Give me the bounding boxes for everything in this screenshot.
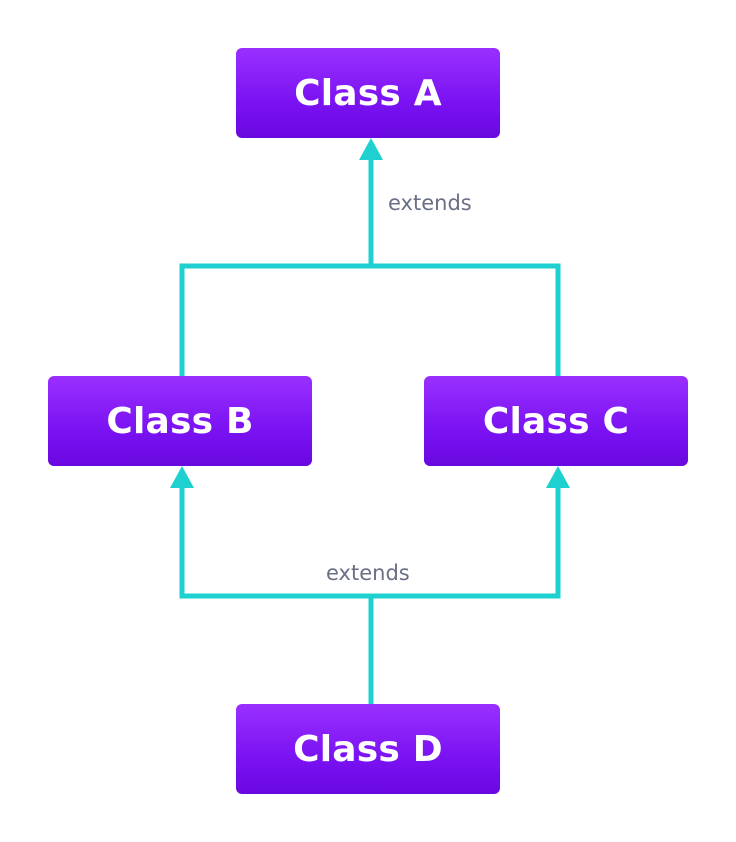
- class-d-box: Class D: [236, 704, 500, 794]
- connector-d-to-b-c: [179, 480, 561, 599]
- class-a-label: Class A: [294, 72, 442, 114]
- class-b-label: Class B: [106, 400, 254, 442]
- arrowhead-to-a: [359, 138, 383, 160]
- extends-label-bottom: extends: [326, 561, 410, 585]
- class-a-box: Class A: [236, 48, 500, 138]
- connector-b-c-to-a: [179, 263, 561, 376]
- class-d-label: Class D: [293, 728, 443, 770]
- extends-label-top: extends: [388, 191, 472, 215]
- arrowhead-to-c: [546, 466, 570, 488]
- arrowhead-to-b: [170, 466, 194, 488]
- class-c-box: Class C: [424, 376, 688, 466]
- class-c-label: Class C: [482, 400, 630, 442]
- class-b-box: Class B: [48, 376, 312, 466]
